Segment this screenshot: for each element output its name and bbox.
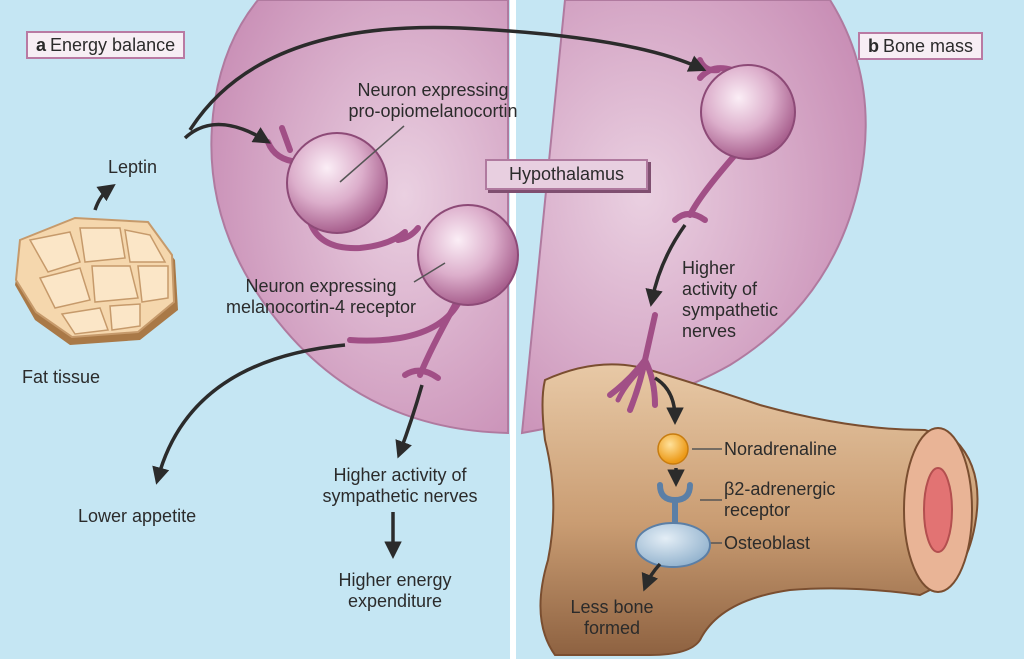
receptor-line1: β2-adrenergic [724, 479, 836, 499]
energy-line1: Higher energy [338, 570, 452, 590]
receptor-line2: receptor [724, 500, 791, 520]
arrow-to-sympathetic-b [645, 223, 687, 307]
energy-expenditure-label: Higher energy expenditure [300, 570, 490, 612]
panel-b-title: Bone mass [883, 36, 974, 56]
sympathetic-a-line2: sympathetic nerves [322, 486, 478, 506]
arrow-to-lower-appetite [152, 343, 346, 485]
panel-a-title: Energy balance [50, 35, 176, 55]
hypothalamus-label: Hypothalamus [485, 159, 649, 190]
arrow-to-less-bone [641, 562, 662, 592]
arrow-leptin-to-pomc [183, 122, 272, 144]
mc4r-neuron-label: Neuron expressing melanocortin-4 recepto… [196, 276, 446, 318]
arrow-leptin-to-bone-neuron [188, 25, 707, 131]
arrow-fat-to-leptin [93, 183, 116, 211]
bone-pathway-neuron [607, 57, 796, 413]
pomc-neuron [265, 125, 408, 252]
sympathetic-b-line2: activity of [682, 279, 758, 299]
pathway-arrows [93, 25, 707, 592]
fat-tissue-illustration [14, 216, 178, 345]
bone-marrow [923, 467, 953, 553]
osteoblast-label: Osteoblast [724, 533, 811, 553]
leptin-label: Leptin [108, 157, 158, 177]
fat-tissue-label: Fat tissue [22, 367, 101, 387]
panel-b-letter: b [868, 36, 879, 56]
receptor-label: β2-adrenergic receptor [724, 479, 835, 521]
pomc-neuron-label: Neuron expressing pro-opiomelanocortin [318, 80, 548, 122]
sympathetic-b-line1: Higher [682, 258, 736, 278]
osteoblast-shape [635, 522, 711, 568]
sympathetic-b-line4: nerves [682, 321, 737, 341]
pomc-label-line1: Neuron expressing [357, 80, 509, 100]
pomc-label-line2: pro-opiomelanocortin [348, 101, 518, 121]
lower-appetite-label: Lower appetite [78, 506, 197, 526]
panel-a-letter: a [36, 35, 47, 55]
less-bone-line2: formed [583, 618, 641, 638]
noradrenaline-label: Noradrenaline [724, 439, 838, 459]
less-bone-line1: Less bone [570, 597, 654, 617]
noradrenaline-molecule [657, 433, 689, 465]
mc4r-neuron [347, 204, 519, 381]
energy-line2: expenditure [347, 591, 443, 611]
sympathetic-a-line1: Higher activity of [333, 465, 467, 485]
sympathetic-a-label: Higher activity of sympathetic nerves [290, 465, 510, 507]
sympathetic-b-label: Higher activity of sympathetic nerves [682, 258, 778, 342]
mc4r-label-line1: Neuron expressing [245, 276, 397, 296]
less-bone-label: Less bone formed [552, 597, 672, 639]
mc4r-label-line2: melanocortin-4 receptor [225, 297, 417, 317]
arrow-to-noradrenaline [654, 376, 684, 425]
sympathetic-b-line3: sympathetic [682, 300, 779, 320]
arrow-to-sympathetic-a [395, 384, 424, 459]
